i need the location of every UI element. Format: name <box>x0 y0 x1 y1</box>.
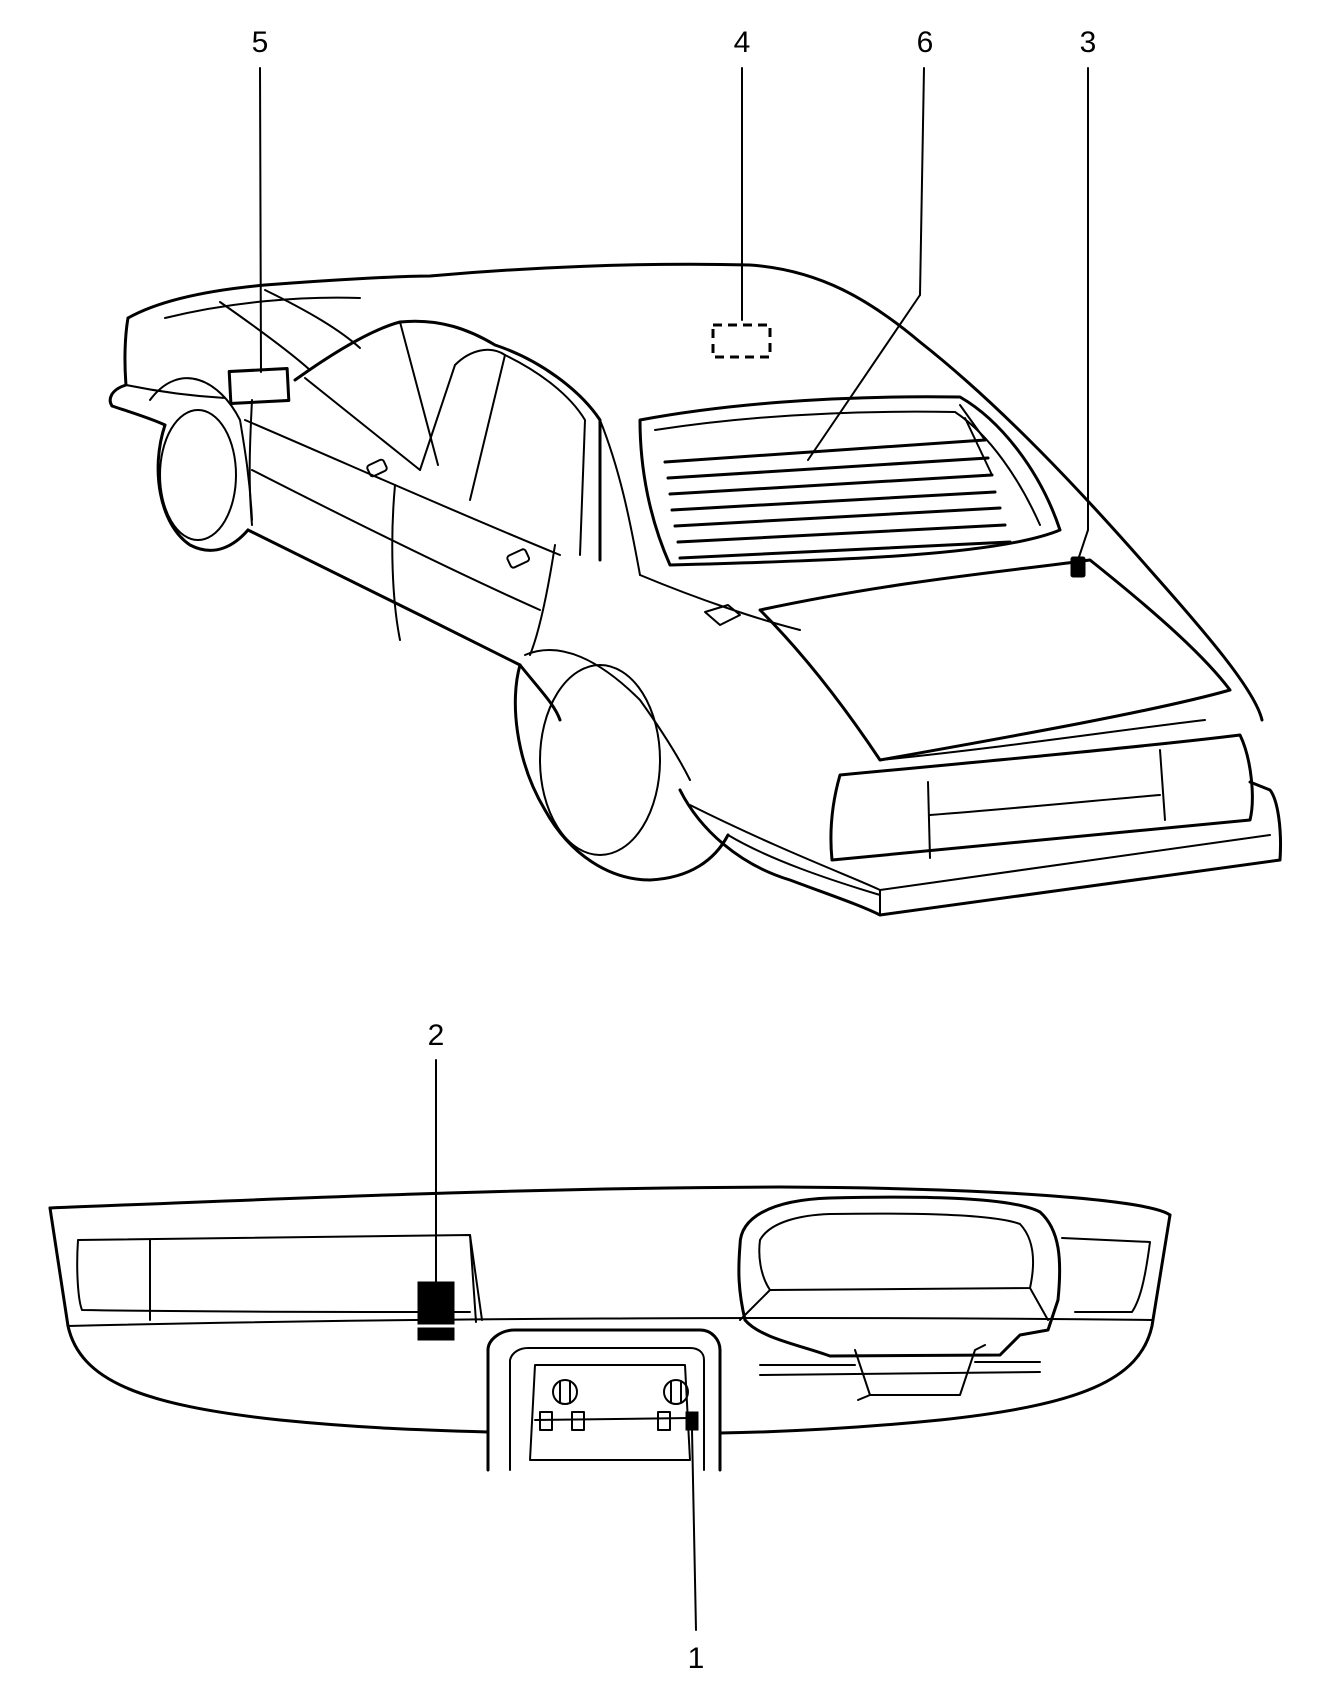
rear-bumper <box>678 780 1282 917</box>
fascia-unit <box>417 1281 455 1325</box>
rear-wheel <box>513 663 730 882</box>
callout-leaders <box>259 67 1089 1631</box>
front-wheel <box>156 423 250 552</box>
rear-window <box>638 395 1062 567</box>
roof-antenna-module <box>711 323 772 359</box>
car-roof-outline <box>126 262 1264 722</box>
console-switch-3[interactable] <box>657 1411 671 1431</box>
callout-3: 3 <box>1080 26 1097 59</box>
steering-column-cowl <box>854 1344 986 1396</box>
callout-5: 5 <box>252 26 269 59</box>
instrument-binnacle <box>737 1195 1062 1358</box>
dashboard-lower <box>48 1206 490 1434</box>
car-side-sill <box>246 528 562 722</box>
rear-window-heater-lines <box>663 438 1012 560</box>
callout-6: 6 <box>917 26 934 59</box>
front-door <box>248 399 253 526</box>
heater-knob-right[interactable] <box>663 1379 689 1405</box>
console-switch-1[interactable] <box>539 1411 553 1431</box>
rear-panel <box>829 733 1254 862</box>
glovebox-panel <box>76 1234 477 1323</box>
boot-lid <box>758 558 1232 762</box>
windscreen-sticker <box>227 367 291 405</box>
car-hood <box>108 316 167 427</box>
front-door-handle <box>366 458 388 478</box>
boot-badge <box>1070 556 1086 578</box>
side-windows <box>293 319 602 562</box>
callout-labels: 5 4 6 3 2 1 <box>252 26 1097 1675</box>
dashboard-top <box>48 1185 1172 1217</box>
callout-2: 2 <box>428 1019 445 1052</box>
console-switch-4[interactable] <box>685 1411 699 1431</box>
heater-knob-left[interactable] <box>552 1379 578 1405</box>
rear-door <box>391 484 401 641</box>
centre-console <box>486 1328 722 1472</box>
callout-4: 4 <box>734 26 751 59</box>
dashboard-view <box>48 1185 1172 1472</box>
rear-door-handle <box>506 548 531 569</box>
car-rear-view <box>108 262 1282 917</box>
callout-1: 1 <box>688 1642 705 1675</box>
console-switch-2[interactable] <box>571 1411 585 1431</box>
